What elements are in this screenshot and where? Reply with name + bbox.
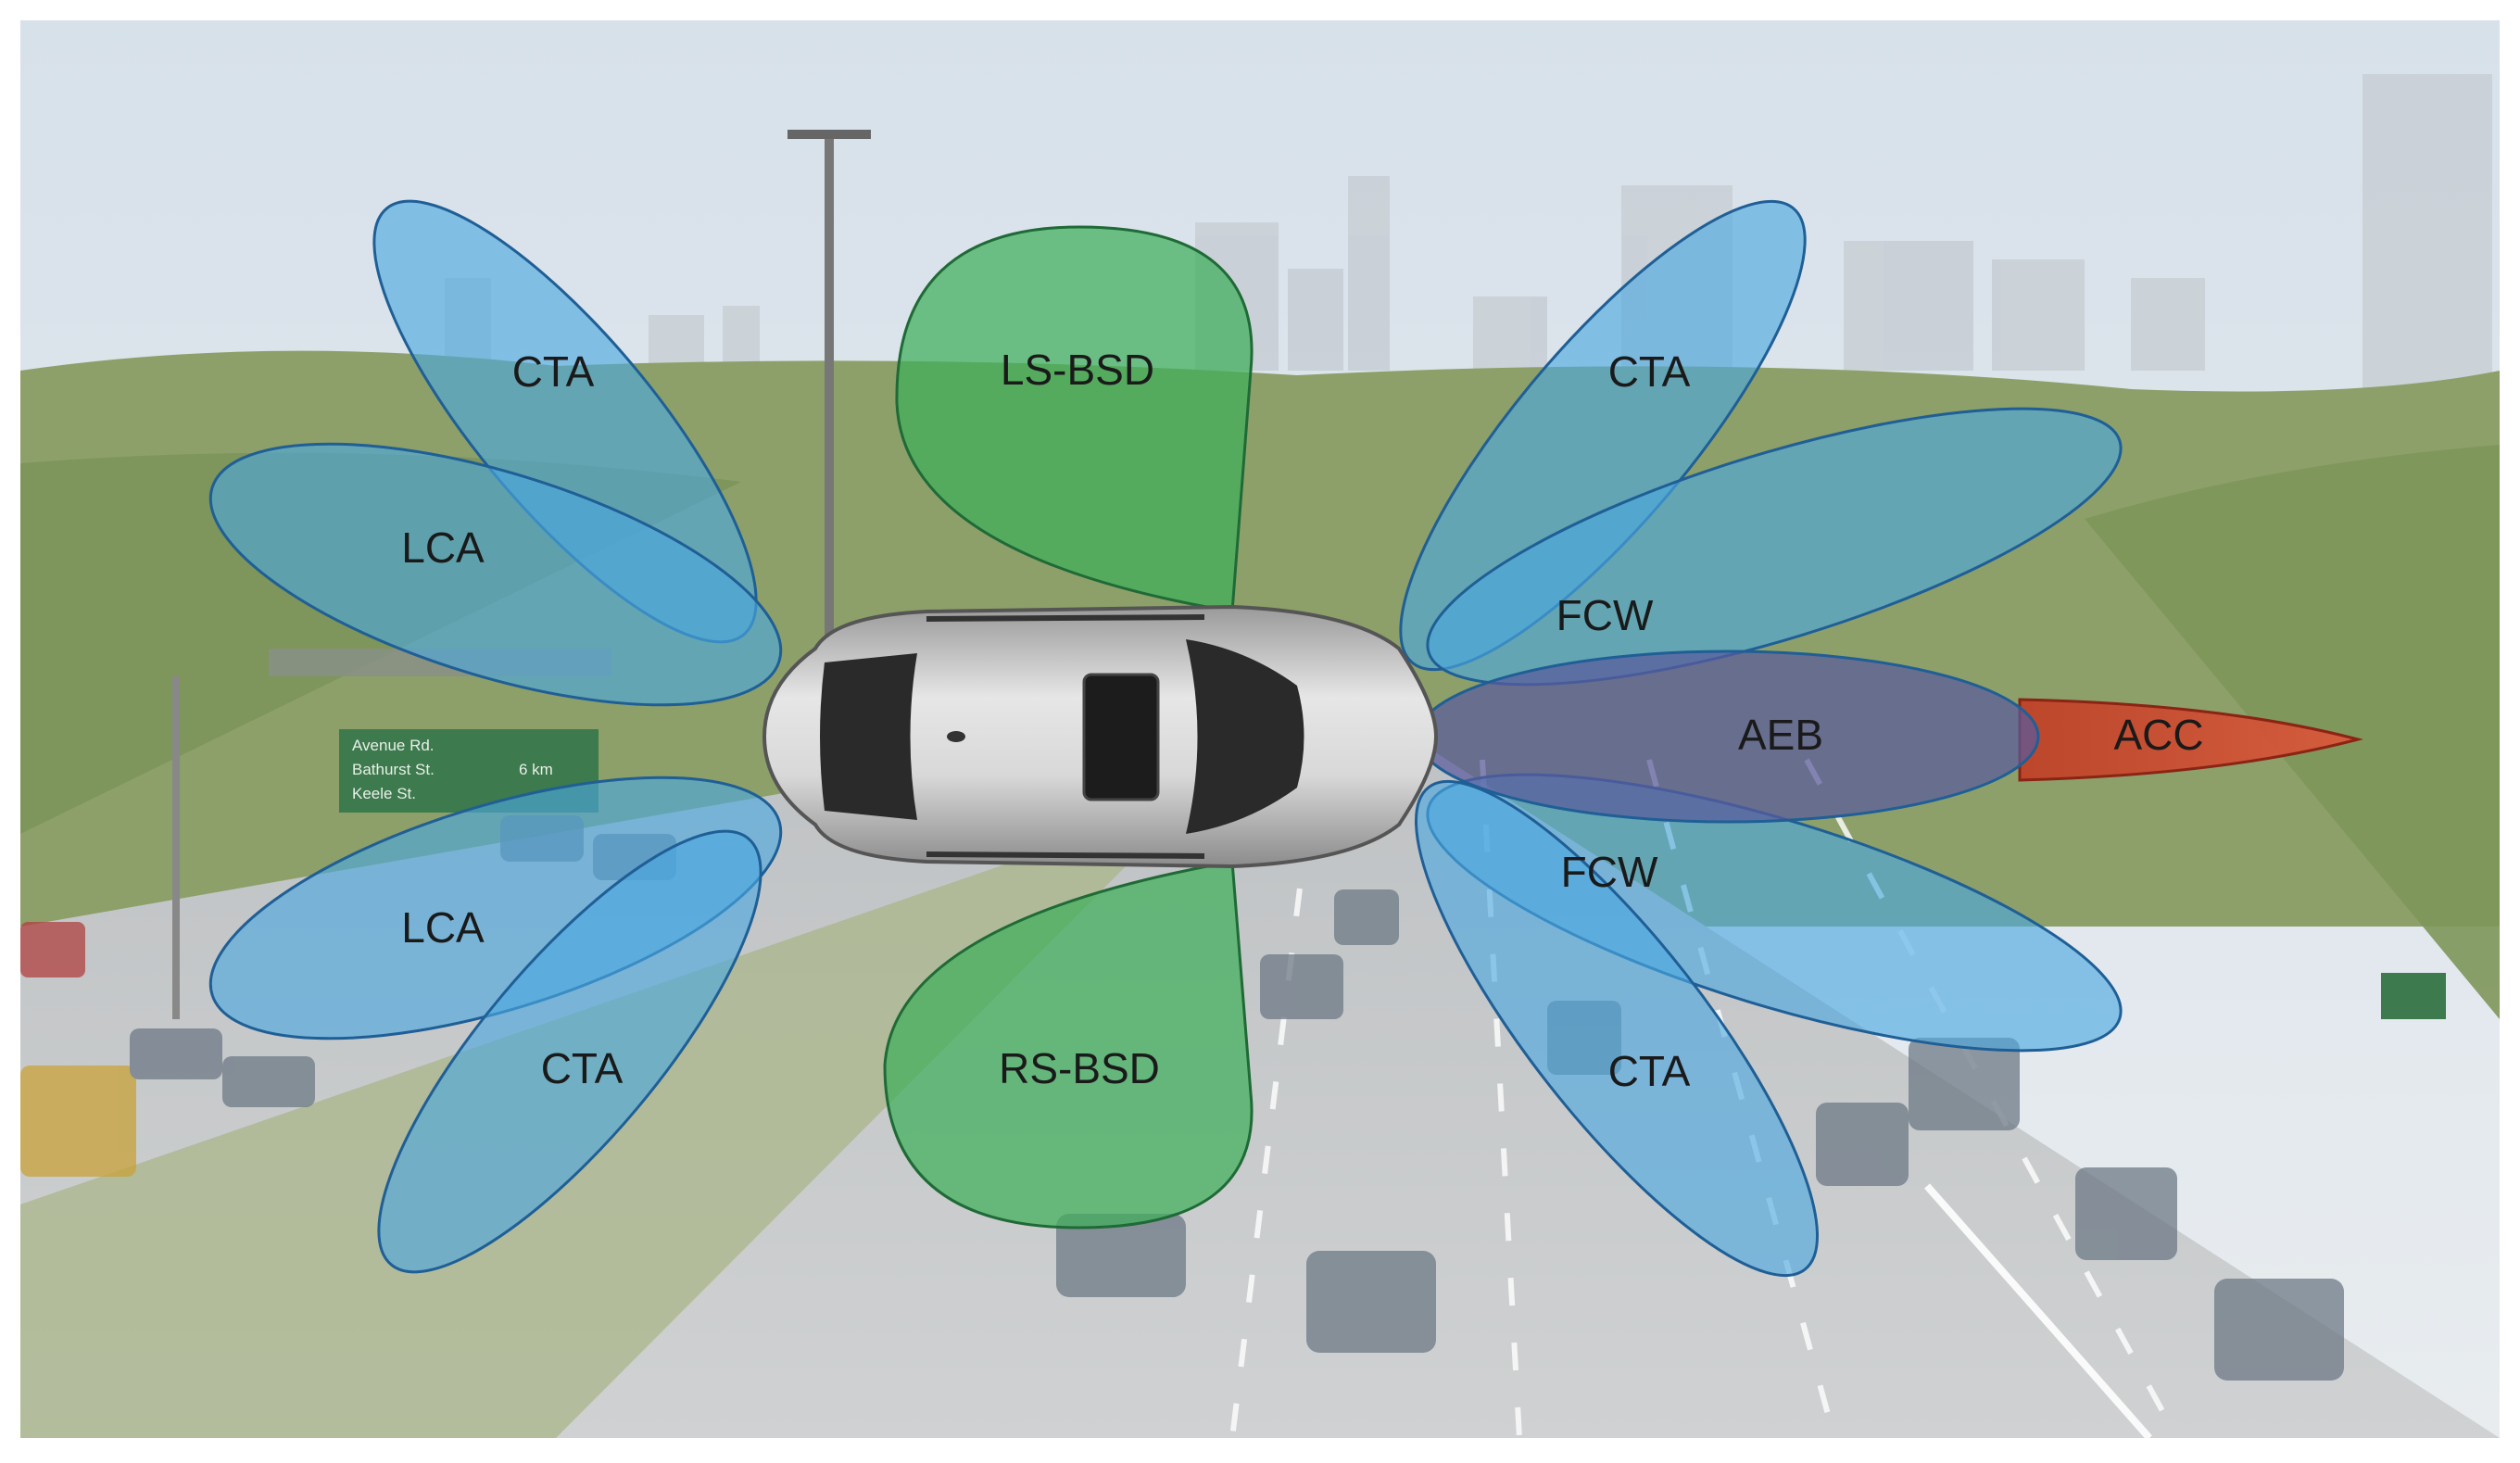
zone-aeb	[1416, 650, 2040, 824]
zone-lca-rear-left	[208, 442, 783, 707]
car-antenna	[947, 731, 965, 742]
zone-rs-bsd	[883, 860, 1254, 1230]
sign-line-2: Bathurst St.	[352, 761, 435, 778]
label-cta-rear-right: CTA	[541, 1044, 624, 1092]
exit-sign	[2381, 973, 2446, 1019]
label-fcw-right: FCW	[1561, 848, 1658, 896]
street-lamp	[788, 130, 871, 649]
zone-acc	[2018, 698, 2363, 782]
label-cta-front-left: CTA	[1608, 347, 1691, 396]
label-lca-rear-right: LCA	[401, 903, 485, 952]
sign-line-1: Avenue Rd.	[352, 737, 435, 754]
zone-cta-front-right	[1414, 779, 1820, 1278]
label-cta-front-right: CTA	[1608, 1047, 1691, 1095]
car-rear-window	[820, 653, 917, 820]
car-sunroof	[1082, 673, 1160, 801]
coverage-zones	[208, 199, 2363, 1278]
car-top-view	[762, 604, 1439, 869]
label-cta-rear-left: CTA	[512, 347, 595, 396]
label-lca-rear-left: LCA	[401, 523, 485, 572]
car-windshield	[1186, 639, 1304, 834]
zone-ls-bsd	[895, 225, 1254, 613]
label-fcw-left: FCW	[1556, 591, 1654, 639]
traffic-vehicles	[20, 815, 2344, 1381]
zone-cta-rear-right	[377, 829, 762, 1274]
label-aeb: AEB	[1738, 711, 1823, 759]
zone-fcw-left	[1426, 407, 2123, 687]
zone-labels: CTA LCA LS-BSD CTA FCW AEB ACC FCW CTA L…	[401, 346, 2203, 1095]
label-ls-bsd: LS-BSD	[1001, 346, 1154, 394]
label-acc: ACC	[2113, 711, 2203, 759]
sign-distance: 6 km	[519, 761, 553, 778]
lane-merge-line	[1924, 1183, 2152, 1441]
sign-line-3: Keele St.	[352, 785, 416, 802]
label-rs-bsd: RS-BSD	[999, 1044, 1160, 1092]
